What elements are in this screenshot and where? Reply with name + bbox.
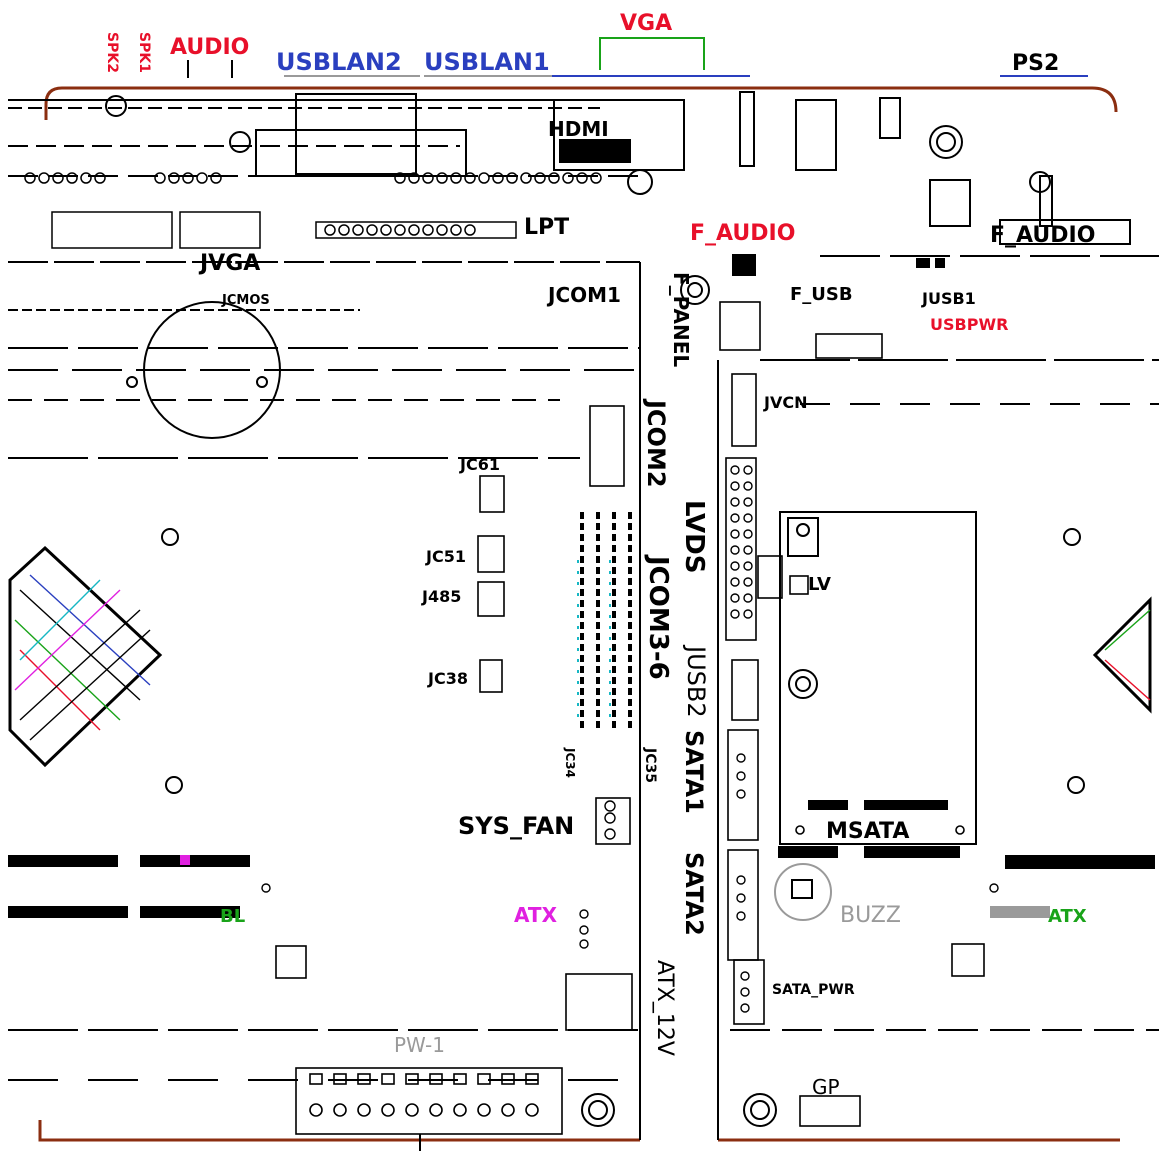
label-hdmi: HDMI: [548, 117, 609, 141]
label-usblan1: USBLAN1: [424, 48, 550, 76]
label-buzz: BUZZ: [840, 903, 901, 928]
thick-bars: [8, 254, 1155, 918]
label-usbpwr: USBPWR: [930, 315, 1008, 334]
label-jc34: JC34: [563, 747, 577, 778]
rear-io-ports: [255, 91, 1131, 245]
rear-io-pins: [24, 172, 602, 249]
label-lpt: LPT: [524, 215, 569, 240]
label-jcom1: JCOM1: [546, 283, 621, 307]
jcom3-6-accent: [577, 560, 611, 720]
chipset-heatsink-right: [1092, 596, 1152, 714]
pw-connector: [295, 1067, 563, 1151]
buzzer: [774, 863, 832, 921]
cmos-battery: [126, 301, 281, 439]
label-spk1: SPK1: [136, 32, 152, 73]
label-f-usb: F_USB: [790, 284, 853, 305]
cpu-heatsink-left: [8, 545, 163, 768]
component-labels: VGA SPK2 SPK1 AUDIO USBLAN2 USBLAN1 PS2 …: [104, 11, 1095, 1099]
label-spk2: SPK2: [104, 32, 120, 73]
label-atx-12v: ATX_12V: [652, 960, 677, 1056]
label-jc61: JC61: [459, 455, 500, 474]
label-jcom3-6: JCOM3-6: [643, 554, 673, 680]
label-f-audio-mid: F_AUDIO: [690, 221, 795, 246]
center-divider: [639, 262, 719, 1140]
label-vga: VGA: [620, 11, 672, 36]
label-lvds: LVDS: [679, 500, 709, 573]
label-sata1: SATA1: [680, 730, 708, 814]
label-f-audio-right: F_AUDIO: [990, 223, 1095, 248]
label-audio: AUDIO: [170, 35, 249, 60]
label-sys-fan: SYS_FAN: [458, 812, 574, 840]
label-msata: MSATA: [826, 819, 909, 844]
label-j485: J485: [421, 587, 461, 606]
label-usblan2: USBLAN2: [276, 48, 402, 76]
label-jcmos: JCMOS: [221, 293, 270, 308]
label-jc35: JC35: [642, 747, 658, 783]
label-atx-mid: ATX: [514, 903, 558, 927]
label-bl: BL: [220, 906, 245, 927]
lvds-pins: [261, 465, 999, 1013]
label-jc51: JC51: [425, 547, 466, 566]
label-sata2: SATA2: [680, 852, 708, 936]
label-pw: PW-1: [394, 1033, 445, 1057]
label-atx-right: ATX: [1048, 906, 1087, 927]
rear-io-brackets: [187, 37, 1088, 78]
label-ps2: PS2: [1012, 51, 1059, 76]
pin-headers: [275, 301, 985, 1127]
label-gp: GP: [812, 1075, 840, 1099]
label-f-panel: F_PANEL: [669, 272, 693, 367]
label-jvga: JVGA: [198, 251, 260, 276]
msata-card: [778, 511, 977, 858]
label-sata-pwr: SATA_PWR: [772, 982, 855, 998]
jcom3-6-headers: [580, 512, 632, 730]
label-jusb2: JUSB2: [682, 644, 710, 718]
label-jc38: JC38: [427, 669, 468, 688]
mounting-holes: [105, 95, 1085, 1127]
label-jusb1: JUSB1: [921, 289, 976, 308]
label-lv: LV: [808, 574, 831, 595]
label-jcom2: JCOM2: [642, 398, 670, 488]
label-jvcn: JVCN: [763, 393, 807, 412]
board-outline: [38, 86, 1120, 1142]
